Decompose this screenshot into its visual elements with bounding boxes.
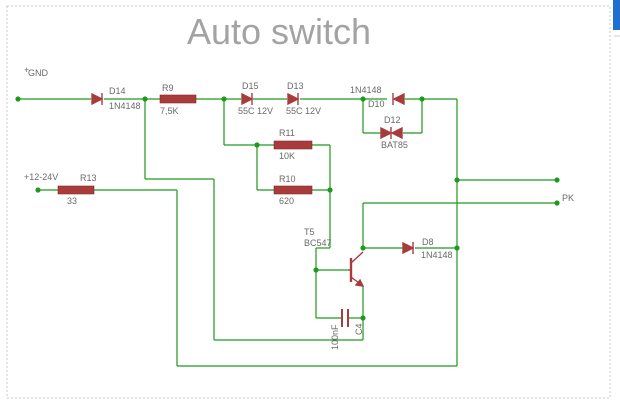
diode-d10 — [392, 92, 405, 106]
resistor-r9 — [159, 94, 197, 104]
label-r9-ref: R9 — [162, 83, 174, 93]
accent-bar — [613, 0, 620, 30]
label-d10-val: 1N4148 — [350, 85, 382, 95]
junction-dots — [15, 96, 560, 321]
label-r11-val: 10K — [279, 151, 295, 161]
label-t5-val: BC547 — [304, 238, 332, 248]
label-pk: PK — [562, 193, 574, 203]
label-r13-ref: R13 — [80, 173, 97, 183]
label-r11-ref: R11 — [279, 128, 295, 138]
diagram-title: Auto switch — [187, 11, 371, 52]
diode-d14 — [91, 92, 104, 106]
diode-d8 — [402, 241, 415, 255]
label-v-in: +12-24V — [24, 172, 58, 182]
label-c4-val: 100nF — [330, 324, 340, 350]
label-d10-ref: D10 — [368, 99, 385, 109]
label-r13-val: 33 — [67, 196, 77, 206]
zener-d15 — [241, 92, 254, 106]
label-c4-ref: C4 — [354, 323, 364, 335]
label-d13-val: 55C 12V — [286, 106, 321, 116]
wires — [18, 98, 557, 367]
label-d12-val: BAT85 — [381, 140, 408, 150]
resistor-r11 — [273, 140, 313, 150]
label-d15-val: 55C 12V — [238, 106, 273, 116]
label-r10-ref: R10 — [279, 174, 296, 184]
label-gnd-mark: + — [24, 65, 29, 75]
drawing-frame — [6, 5, 611, 399]
label-d13-ref: D13 — [287, 81, 304, 91]
label-gnd: GND — [28, 68, 49, 78]
diode-d12 — [380, 126, 403, 140]
label-d14-ref: D14 — [109, 86, 126, 96]
zener-d13 — [287, 92, 300, 106]
label-d14-val: 1N4148 — [109, 101, 141, 111]
label-d8-val: 1N4148 — [421, 250, 453, 260]
capacitor-c4 — [341, 309, 349, 327]
label-r10-val: 620 — [279, 196, 294, 206]
resistor-r13 — [57, 185, 95, 195]
label-r9-val: 7,5K — [160, 106, 179, 116]
label-d12-ref: D12 — [384, 115, 401, 125]
resistor-r10 — [273, 185, 313, 195]
label-d8-ref: D8 — [422, 237, 434, 247]
transistor-t5 — [348, 251, 365, 287]
label-d15-ref: D15 — [242, 81, 259, 91]
label-t5-ref: T5 — [304, 227, 315, 237]
